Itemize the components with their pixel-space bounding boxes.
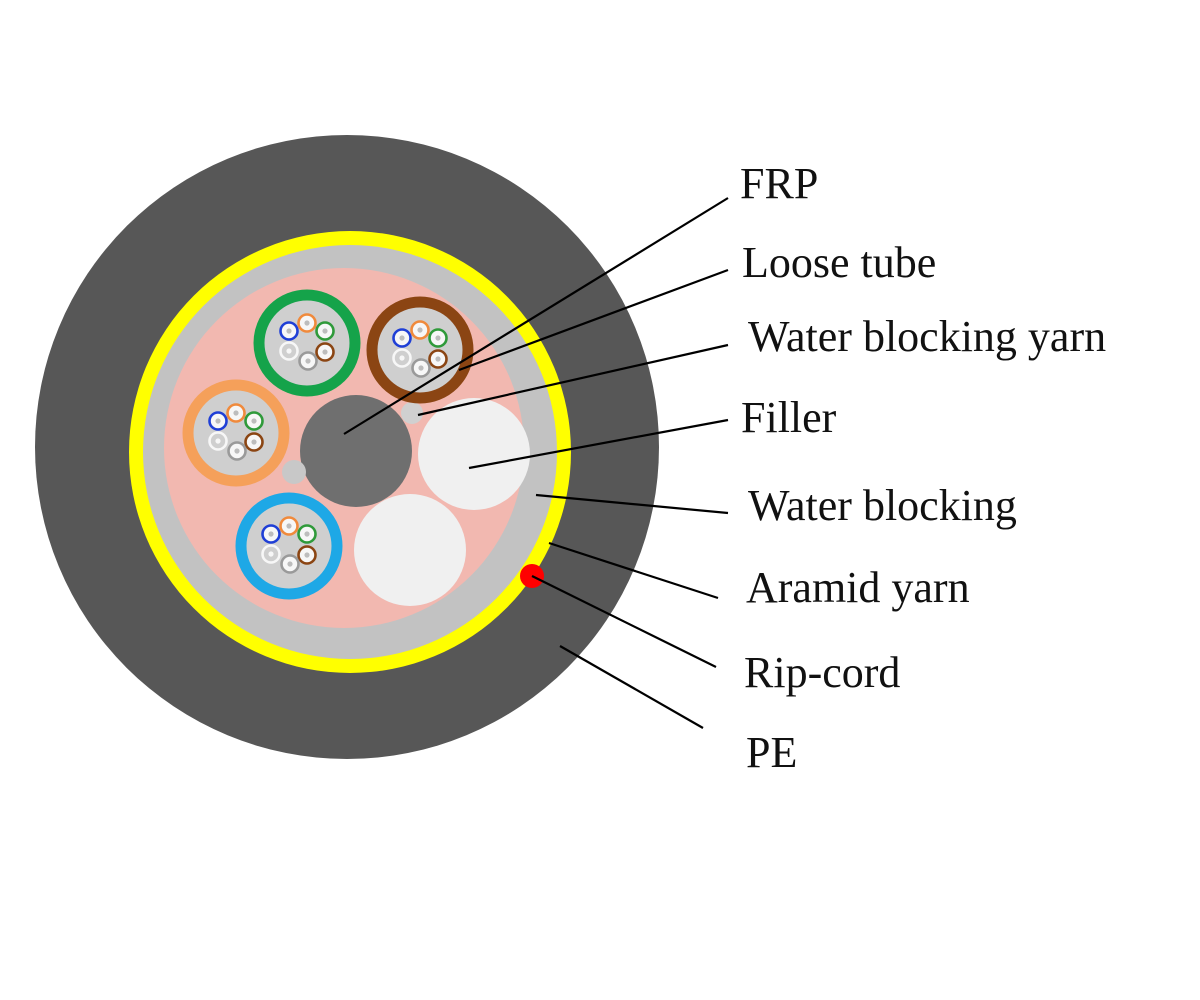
loose-tube-brown — [366, 296, 474, 404]
fiber-core — [233, 410, 239, 416]
leader-line-rip-cord — [531, 575, 717, 668]
label-loose-tube: Loose tube — [742, 238, 936, 287]
fiber-core — [234, 448, 240, 454]
fiber-core — [286, 348, 292, 354]
label-rip-cord: Rip-cord — [744, 648, 900, 697]
loose-tube-brown-wall — [366, 296, 474, 404]
fiber-core — [304, 531, 310, 537]
leader-line-loose-tube — [458, 268, 729, 372]
loose-tube-blue-wall — [235, 492, 343, 600]
fiber-core — [435, 335, 441, 341]
fiber-core — [268, 551, 274, 557]
fiber-core — [417, 327, 423, 333]
water-blocking-yarn-2 — [401, 402, 423, 424]
fiber-core — [304, 320, 310, 326]
water-blocking-yarn-1 — [282, 460, 306, 484]
loose-tube-blue — [235, 492, 343, 600]
label-pe: PE — [746, 728, 797, 777]
fiber-core — [268, 531, 274, 537]
frp-central-member — [300, 395, 412, 507]
fiber-core — [435, 356, 441, 362]
fiber-core — [215, 438, 221, 444]
filler-rod-2 — [354, 494, 466, 606]
leader-line-frp — [343, 197, 729, 435]
fiber-core — [322, 328, 328, 334]
leader-line-water-blocking — [535, 493, 729, 515]
label-water-blocking: Water blocking — [748, 481, 1017, 530]
loose-tube-orange — [182, 379, 290, 487]
leader-lines — [343, 197, 729, 729]
fiber-core — [322, 349, 328, 355]
fiber-core — [287, 561, 293, 567]
fiber-core — [305, 358, 311, 364]
filler-rod-1 — [418, 398, 530, 510]
leader-line-pe — [559, 645, 704, 729]
fiber-core — [399, 355, 405, 361]
leader-line-water-blocking-yarn — [417, 343, 729, 417]
leader-line-aramid-yarn — [548, 541, 719, 600]
fiber-core — [251, 418, 257, 424]
label-aramid-yarn: Aramid yarn — [746, 563, 970, 612]
loose-tube-green-wall — [253, 289, 361, 397]
loose-tube-orange-wall — [182, 379, 290, 487]
fiber-core — [215, 418, 221, 424]
callout-labels: FRP Loose tube Water blocking yarn Fille… — [740, 159, 1106, 777]
label-frp: FRP — [740, 159, 818, 208]
fiber-core — [418, 365, 424, 371]
fiber-core — [286, 328, 292, 334]
label-filler: Filler — [741, 393, 837, 442]
fiber-core — [286, 523, 292, 529]
loose-tube-green — [253, 289, 361, 397]
fiber-core — [399, 335, 405, 341]
cable-cross-section — [35, 135, 659, 759]
fiber-core — [304, 552, 310, 558]
leader-line-filler — [468, 418, 729, 470]
fiber-core — [251, 439, 257, 445]
label-water-blocking-yarn: Water blocking yarn — [748, 312, 1106, 361]
loose-tubes — [182, 289, 474, 600]
